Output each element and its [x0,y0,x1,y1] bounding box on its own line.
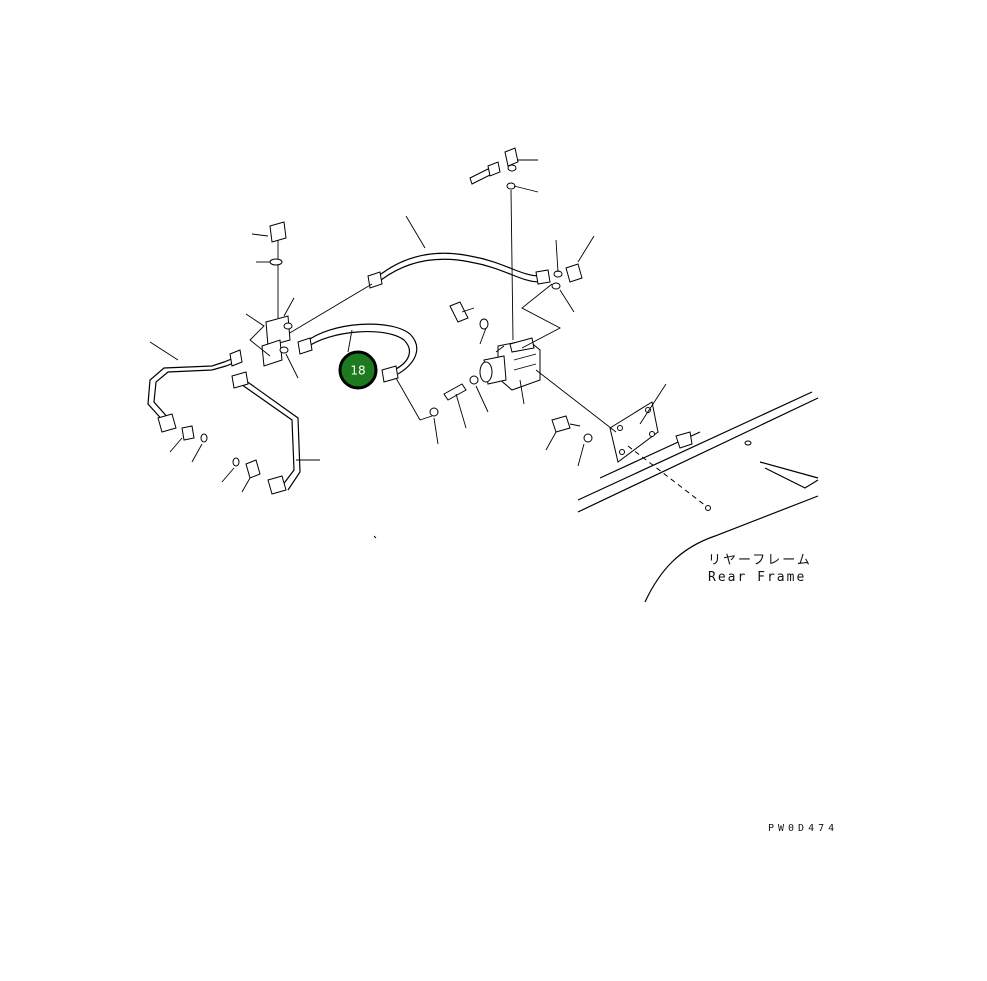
vertical-pipe [510,189,514,341]
bolt-dashed-line [627,445,707,507]
callout-badge-18[interactable]: 18 [338,350,378,390]
stray-mark [373,535,377,539]
mounting-plate [609,383,667,463]
frame-bolt-hole [705,505,711,511]
callout-circle [338,350,378,390]
callout-number: 18 [350,364,365,378]
rear-frame [577,391,819,603]
valve-fittings [419,301,593,467]
tee-bracket [245,221,299,379]
drawing-code: PW0D474 [768,823,838,834]
top-fittings [469,147,539,193]
hose-loop [297,323,421,421]
rear-frame-label-en: Rear Frame [708,570,806,585]
rear-frame-label-jp: リヤーフレーム [708,553,812,568]
valve-assembly [479,337,617,433]
left-tubes [147,341,320,495]
upper-hose [287,215,595,349]
